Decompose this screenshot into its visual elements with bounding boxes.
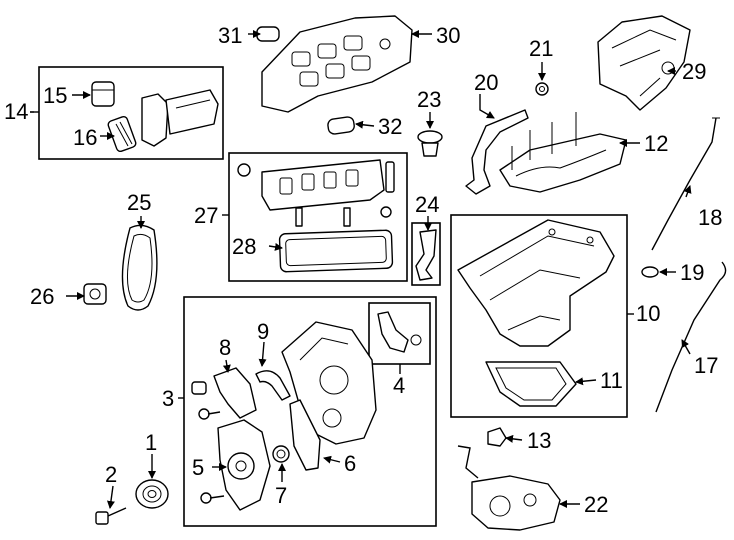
callout-17: 17: [694, 353, 718, 378]
callout-22: 22: [584, 492, 608, 517]
crankshaft-pulley: [135, 479, 169, 509]
callout-6: 6: [344, 451, 356, 476]
timing-cover-gasket: [289, 399, 321, 471]
callout-14: 14: [4, 99, 28, 124]
callout-12: 12: [644, 131, 668, 156]
group-box-3: [183, 296, 437, 527]
oil-filter-housing: [141, 89, 219, 147]
group-box-27: [228, 152, 408, 282]
seal-ring: [535, 82, 549, 96]
drain-plug: [487, 427, 507, 447]
oil-filter-cap: [91, 81, 115, 107]
oil-pickup-tube: [465, 109, 529, 195]
callout-19: 19: [680, 260, 704, 285]
manifold-gasket-lower: [327, 116, 355, 135]
thermostat-housing: [191, 367, 257, 419]
callout-2: 2: [105, 462, 117, 487]
oil-filler-tube: [415, 229, 437, 281]
callout-16: 16: [73, 125, 97, 150]
callout-29: 29: [682, 59, 706, 84]
coolant-hose: [255, 370, 291, 401]
windage-tray: [499, 112, 627, 193]
crank-seal: [272, 445, 290, 463]
callout-27: 27: [194, 203, 218, 228]
callout-32: 32: [378, 114, 402, 139]
callout-24: 24: [415, 192, 439, 217]
oil-filler-cap: [417, 130, 443, 157]
callout-9: 9: [257, 319, 269, 344]
oil-pan: [457, 219, 615, 347]
callout-13: 13: [527, 428, 551, 453]
callout-18: 18: [698, 205, 722, 230]
callout-8: 8: [219, 335, 231, 360]
group-box-10: [450, 214, 628, 418]
group-box-14: [38, 66, 224, 160]
dipstick-tube: [651, 117, 717, 251]
callout-23: 23: [417, 87, 441, 112]
timing-chain-guide: [377, 311, 422, 353]
oil-pan-lower: [485, 361, 577, 407]
upper-intake-manifold: [261, 15, 413, 113]
callout-5: 5: [192, 455, 204, 480]
intake-plenum: [597, 15, 691, 111]
manifold-gasket-upper: [256, 26, 280, 42]
o-ring: [641, 266, 659, 278]
oil-pump: [457, 445, 561, 531]
callout-10: 10: [636, 301, 660, 326]
bolt: [198, 408, 225, 504]
callout-30: 30: [436, 23, 460, 48]
callout-26: 26: [30, 284, 54, 309]
callout-25: 25: [127, 190, 151, 215]
callout-7: 7: [275, 483, 287, 508]
belt-tensioner: [83, 283, 107, 305]
callout-21: 21: [529, 36, 553, 61]
callout-15: 15: [43, 83, 67, 108]
callout-3: 3: [162, 386, 174, 411]
callout-4: 4: [393, 373, 405, 398]
callout-31: 31: [218, 23, 242, 48]
callout-11: 11: [600, 368, 623, 393]
oil-filter-element: [107, 115, 137, 153]
pulley-bolt: [95, 507, 127, 525]
valve-cover: [237, 159, 395, 227]
water-pump: [217, 419, 271, 511]
valve-cover-gasket: [278, 229, 394, 273]
callout-28: 28: [232, 234, 256, 259]
callout-1: 1: [145, 430, 157, 455]
dipstick: [655, 261, 727, 413]
callout-20: 20: [474, 70, 498, 95]
